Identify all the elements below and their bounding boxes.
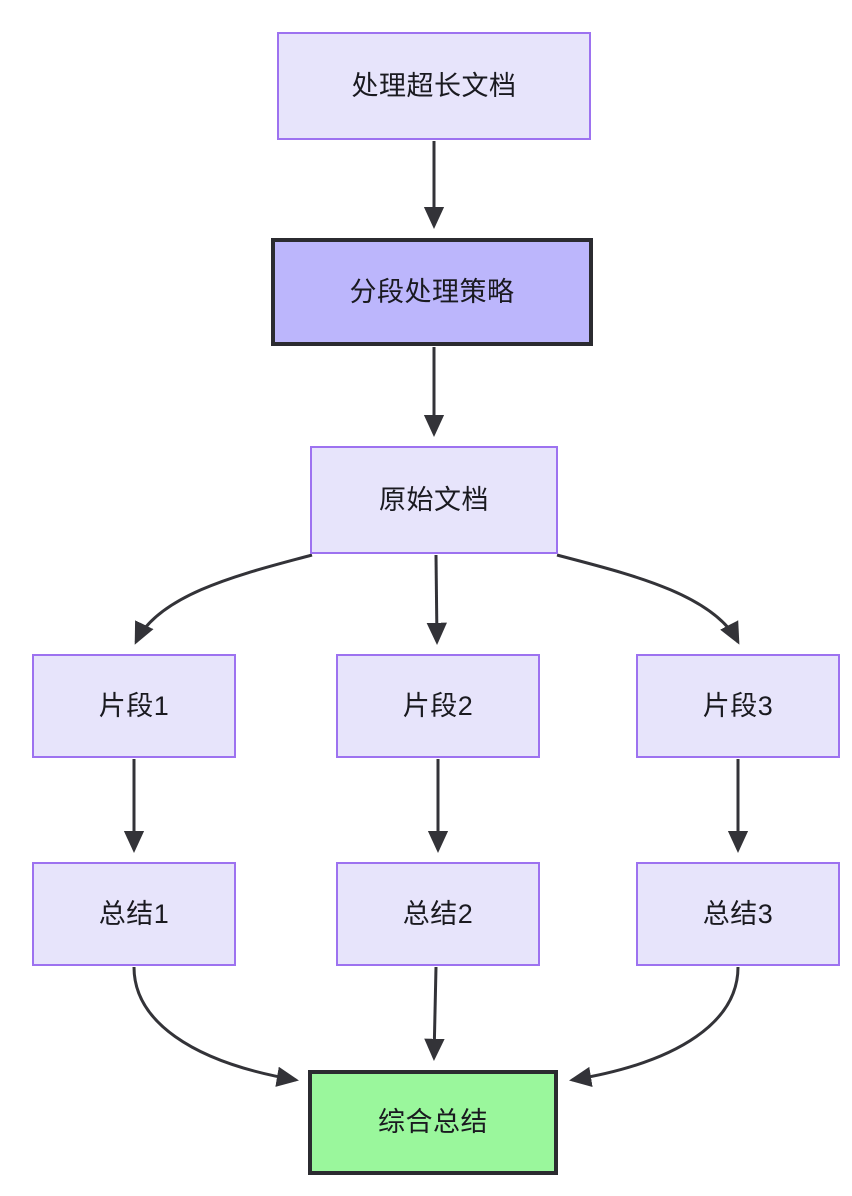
node-source-document[interactable]: 原始文档 <box>310 446 558 554</box>
node-summary-3[interactable]: 总结3 <box>636 862 840 966</box>
node-chunk-3[interactable]: 片段3 <box>636 654 840 758</box>
node-label: 片段2 <box>402 690 474 721</box>
node-label: 分段处理策略 <box>349 276 515 307</box>
node-label: 片段1 <box>98 690 170 721</box>
node-combined-summary[interactable]: 综合总结 <box>308 1070 558 1175</box>
node-chunk-2[interactable]: 片段2 <box>336 654 540 758</box>
node-label: 总结3 <box>702 898 774 929</box>
node-summary-1[interactable]: 总结1 <box>32 862 236 966</box>
edge-doc-source-to-chunk-1 <box>134 553 313 645</box>
node-label: 综合总结 <box>378 1107 488 1138</box>
node-chunk-1[interactable]: 片段1 <box>32 654 236 758</box>
edge-summary-3-to-final <box>569 966 740 1087</box>
node-label: 处理超长文档 <box>351 70 517 101</box>
edge-summary-1-to-final <box>132 966 299 1087</box>
node-process-long-document[interactable]: 处理超长文档 <box>277 32 591 140</box>
node-label: 总结2 <box>402 898 474 929</box>
edge-doc-source-to-chunk-2 <box>426 554 447 645</box>
node-label: 片段3 <box>702 690 774 721</box>
node-summary-2[interactable]: 总结2 <box>336 862 540 966</box>
node-chunking-strategy[interactable]: 分段处理策略 <box>271 238 593 346</box>
edge-doc-source-to-chunk-3 <box>556 553 740 645</box>
edge-summary-2-to-final <box>424 966 445 1061</box>
node-label: 原始文档 <box>379 484 489 515</box>
node-label: 总结1 <box>98 898 170 929</box>
